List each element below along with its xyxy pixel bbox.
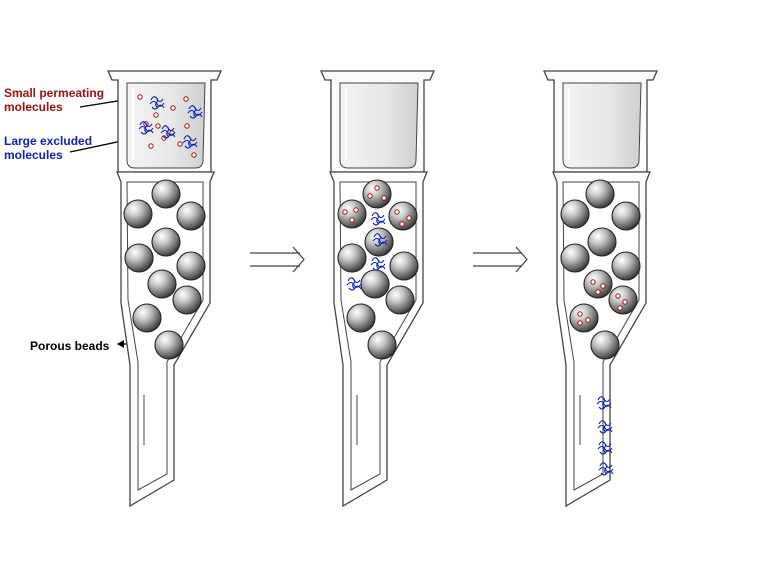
small-molecule: [183, 96, 189, 102]
porous-bead: [147, 269, 177, 299]
porous-bead: [590, 330, 620, 360]
large-molecule: [182, 135, 198, 149]
large-molecule: [597, 420, 613, 434]
porous-bead: [151, 179, 181, 209]
small-molecule: [353, 207, 359, 213]
small-molecule: [184, 123, 190, 129]
porous-bead: [389, 251, 419, 281]
empty-reservoir: [562, 82, 642, 169]
large-molecules-label-line2: molecules: [4, 148, 63, 162]
porous-bead: [367, 330, 397, 360]
porous-bead: [124, 243, 154, 273]
large-molecules-label: Large excluded molecules: [4, 134, 92, 162]
porous-bead: [172, 285, 202, 315]
column-initial: [106, 70, 223, 508]
small-molecule: [155, 123, 161, 129]
porous-bead: [346, 303, 376, 333]
small-molecule: [367, 193, 373, 199]
porous-bead: [560, 199, 590, 229]
large-molecule: [138, 121, 154, 135]
small-molecule: [595, 289, 601, 295]
porous-bead: [362, 179, 392, 209]
small-molecule: [577, 320, 583, 326]
porous-bead: [560, 243, 590, 273]
small-molecule: [622, 299, 628, 305]
large-molecule: [346, 277, 362, 291]
small-molecule: [191, 152, 197, 158]
porous-bead: [176, 251, 206, 281]
small-molecule: [374, 185, 380, 191]
large-molecule: [597, 441, 613, 455]
large-molecule: [372, 233, 388, 247]
small-molecule: [399, 221, 405, 227]
porous-beads-label: Porous beads: [30, 339, 110, 353]
small-molecule: [381, 195, 387, 201]
small-molecule: [406, 215, 412, 221]
small-molecule: [148, 143, 154, 149]
arrow-step-1: [250, 246, 305, 273]
porous-bead: [154, 330, 184, 360]
small-molecule: [170, 105, 176, 111]
porous-bead: [151, 227, 181, 257]
small-molecule: [617, 305, 623, 311]
large-molecule: [598, 462, 614, 476]
small-molecule: [342, 209, 348, 215]
small-molecules-label-line2: molecules: [4, 100, 63, 114]
porous-bead: [176, 201, 206, 231]
small-molecule: [349, 217, 355, 223]
small-molecule: [577, 311, 583, 317]
small-molecule: [137, 94, 143, 100]
large-molecule: [370, 212, 386, 226]
porous-bead: [123, 199, 153, 229]
porous-bead: [360, 269, 390, 299]
large-molecule: [149, 96, 165, 110]
porous-bead: [608, 285, 638, 315]
porous-bead: [611, 201, 641, 231]
porous-bead: [337, 243, 367, 273]
porous-bead: [385, 285, 415, 315]
small-molecule: [585, 317, 591, 323]
porous-bead: [337, 199, 367, 229]
small-molecule: [394, 209, 400, 215]
large-molecule: [160, 125, 176, 139]
column-eluting: [542, 70, 659, 508]
column-separating: [319, 70, 436, 508]
arrow-step-2: [473, 246, 528, 273]
porous-bead: [583, 269, 613, 299]
large-molecules-label-line1: Large excluded: [4, 134, 93, 148]
large-molecule: [370, 257, 386, 271]
large-molecule: [187, 105, 203, 119]
empty-reservoir: [339, 82, 419, 169]
porous-bead: [587, 227, 617, 257]
small-molecules-label: Small permeating molecules: [4, 86, 104, 114]
large-molecule: [596, 396, 612, 410]
porous-bead: [132, 303, 162, 333]
porous-bead: [569, 303, 599, 333]
small-molecules-label-line1: Small permeating: [4, 86, 105, 100]
small-molecule: [615, 293, 621, 299]
porous-bead: [611, 251, 641, 281]
small-molecule: [177, 141, 183, 147]
small-molecule: [600, 283, 606, 289]
small-molecule: [590, 279, 596, 285]
porous-bead: [585, 179, 615, 209]
small-molecule: [153, 112, 159, 118]
porous-bead: [388, 201, 418, 231]
